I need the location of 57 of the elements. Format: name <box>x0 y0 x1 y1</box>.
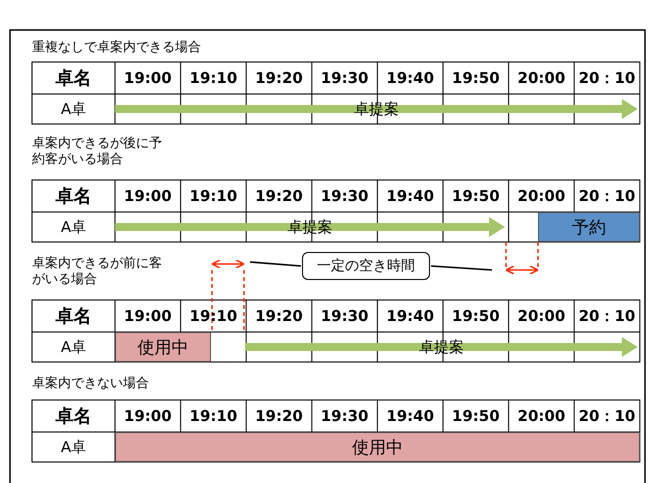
in-use-block <box>115 432 640 462</box>
section-heading: 重複なしで卓案内できる場合 <box>32 40 202 56</box>
time-header: 20:00 <box>518 407 566 425</box>
section-heading: 卓案内できない場合 <box>32 376 150 392</box>
column-title: 卓名 <box>56 67 92 90</box>
column-title: 卓名 <box>56 305 92 328</box>
time-header: 19:50 <box>452 187 500 205</box>
time-header: 19:00 <box>124 307 172 325</box>
time-header: 20:00 <box>518 307 566 325</box>
column-title: 卓名 <box>56 405 92 428</box>
time-header: 19:30 <box>320 187 368 205</box>
time-header: 19:40 <box>386 187 434 205</box>
block-label: 予約 <box>572 216 606 238</box>
time-header: 19:00 <box>124 187 172 205</box>
row-label: A卓 <box>60 338 86 356</box>
time-header: 19:10 <box>190 307 238 325</box>
time-header: 20：10 <box>578 306 636 326</box>
callout-bubble <box>302 252 430 280</box>
time-header: 20：10 <box>578 406 636 426</box>
row-label: A卓 <box>60 218 86 236</box>
time-header: 19:00 <box>124 407 172 425</box>
block-label: 使用中 <box>138 336 188 358</box>
in-use-block <box>115 332 211 362</box>
bar-label: 卓提案 <box>288 218 332 236</box>
callout-text: 一定の空き時間 <box>317 257 415 275</box>
time-header: 19:50 <box>452 307 500 325</box>
time-header: 19:50 <box>452 407 500 425</box>
time-header: 19:40 <box>386 407 434 425</box>
row-label: A卓 <box>60 100 86 118</box>
row-label: A卓 <box>60 438 86 456</box>
section-heading: 卓案内できるが後に予約客がいる場合 <box>32 136 163 168</box>
leader-line <box>430 265 492 271</box>
time-header: 19:20 <box>255 69 303 87</box>
time-header: 19:20 <box>255 307 303 325</box>
time-header: 19:30 <box>320 407 368 425</box>
time-header: 19:10 <box>190 187 238 205</box>
time-header: 20：10 <box>578 186 636 206</box>
leader-line <box>250 261 302 267</box>
time-header: 19:10 <box>190 407 238 425</box>
time-header: 19:50 <box>452 69 500 87</box>
time-header: 19:10 <box>190 69 238 87</box>
time-header: 19:30 <box>320 69 368 87</box>
column-title: 卓名 <box>56 185 92 208</box>
time-header: 19:20 <box>255 187 303 205</box>
time-header: 19:00 <box>124 69 172 87</box>
time-header: 20:00 <box>518 69 566 87</box>
bar-label: 卓提案 <box>354 100 399 118</box>
section-heading: 卓案内できるが前に客がいる場合 <box>32 256 163 288</box>
time-header: 19:30 <box>320 307 368 325</box>
bar-label: 卓提案 <box>418 338 464 356</box>
time-header: 19:40 <box>386 307 434 325</box>
reservation-block <box>538 212 640 242</box>
time-header: 19:40 <box>386 69 434 87</box>
time-header: 19:20 <box>255 407 303 425</box>
block-label: 使用中 <box>352 436 403 458</box>
time-header: 20：10 <box>578 68 636 88</box>
time-header: 20:00 <box>518 187 566 205</box>
